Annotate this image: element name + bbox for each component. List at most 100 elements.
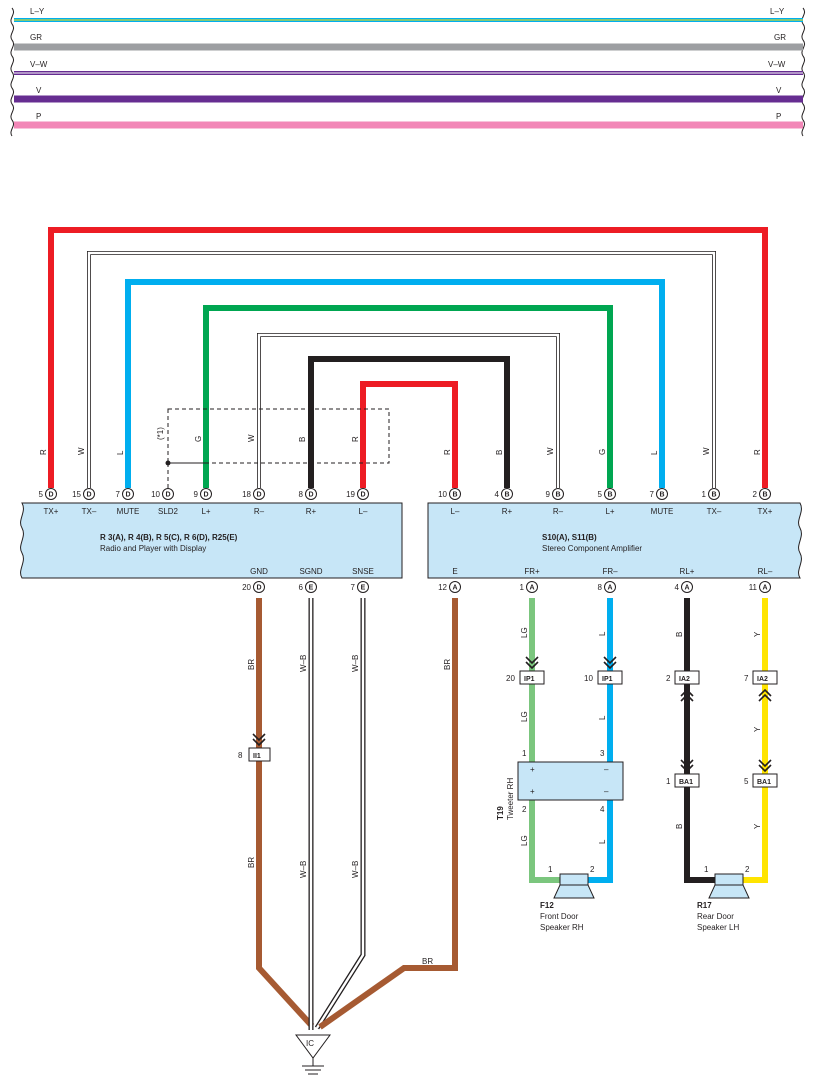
radio-top-pin-6: D8R+ bbox=[299, 488, 317, 516]
wire-l-minus bbox=[360, 381, 458, 488]
legend-label-v-right: V bbox=[776, 86, 782, 95]
lower-wires: IC BR BR W–B W–B W–B W–B BR BR LG LG LG … bbox=[247, 598, 768, 1075]
wire-label-r-plus-right: B bbox=[495, 450, 504, 455]
wire-label-fr-plus-3: LG bbox=[520, 835, 529, 846]
legend-label-p-right: P bbox=[776, 112, 781, 121]
wire-rl-minus bbox=[742, 598, 768, 883]
junction-ii1: II1 8 bbox=[238, 733, 271, 762]
wire-e bbox=[318, 598, 458, 1030]
junction-ba1-b-name: BA1 bbox=[757, 779, 771, 786]
radio-top-pin-label-5: R– bbox=[254, 507, 265, 516]
amp-top-pin-3: B5L+ bbox=[598, 488, 616, 516]
junction-ia2-b: IA2 7 bbox=[744, 670, 778, 702]
tweeter-sign-4: – bbox=[604, 787, 609, 796]
radio-top-pin-num-4: 9 bbox=[194, 490, 199, 499]
wire-label-snse-lower: W–B bbox=[351, 861, 360, 878]
legend-label-vw-right: V–W bbox=[768, 60, 786, 69]
radio-bottom-pin-conn-2: E bbox=[361, 585, 366, 592]
tweeter-sign-1: + bbox=[530, 765, 535, 774]
legend-label-gr-right: GR bbox=[774, 33, 786, 42]
tweeter-code: T19 bbox=[496, 806, 505, 820]
wire-label-fr-minus-2: L bbox=[598, 715, 607, 720]
legend-label-ly-left: L–Y bbox=[30, 7, 45, 16]
junction-ip1-b-name: IP1 bbox=[602, 676, 613, 683]
radio-bottom-pin-num-0: 20 bbox=[242, 583, 251, 592]
wire-mute bbox=[125, 279, 665, 488]
radio-top-pin-num-2: 7 bbox=[116, 490, 121, 499]
tweeter-pin-1: 1 bbox=[522, 749, 527, 758]
tweeter-name: Tweeter RH bbox=[506, 778, 515, 820]
amp-top-pin-num-3: 5 bbox=[598, 490, 603, 499]
amplifier-title: S10(A), S11(B) bbox=[542, 533, 597, 542]
radio-top-pin-num-6: 8 bbox=[299, 490, 304, 499]
rear-speaker-line2: Speaker LH bbox=[697, 923, 739, 932]
wire-label-mute-left: L bbox=[116, 450, 125, 455]
radio-top-pin-conn-6: D bbox=[308, 492, 313, 499]
amp-bottom-pin-conn-1: A bbox=[529, 585, 534, 592]
legend-label-gr-left: GR bbox=[30, 33, 42, 42]
wire-label-l-plus-left: G bbox=[194, 436, 203, 442]
junction-ba1-a-num: 1 bbox=[666, 777, 671, 786]
radio-bottom-pin-conn-0: D bbox=[256, 585, 261, 592]
rear-speaker-pin1: 1 bbox=[704, 865, 709, 874]
front-speaker-line2: Speaker RH bbox=[540, 923, 584, 932]
radio-title: R 3(A), R 4(B), R 5(C), R 6(D), R25(E) bbox=[100, 533, 238, 542]
wire-label-r-minus-right: W bbox=[546, 447, 555, 455]
front-speaker-pin2: 2 bbox=[590, 865, 595, 874]
radio-top-pin-num-3: 10 bbox=[151, 490, 160, 499]
amp-bottom-pin-num-3: 4 bbox=[675, 583, 680, 592]
wire-label-rl-plus-2: B bbox=[675, 824, 684, 829]
wire-fr-minus bbox=[588, 598, 613, 883]
radio-top-pin-num-0: 5 bbox=[39, 490, 44, 499]
amp-top-pin-num-2: 9 bbox=[546, 490, 551, 499]
wire-label-rl-minus-3: Y bbox=[753, 823, 762, 829]
pins-layer: D5TX+D15TX–D7MUTED10SLD2D9L+D18R–D8R+D19… bbox=[39, 488, 773, 593]
wire-tx-minus bbox=[87, 251, 716, 488]
wire-tx-plus bbox=[48, 227, 768, 488]
legend-label-vw-left: V–W bbox=[30, 60, 48, 69]
shield-box bbox=[167, 408, 390, 464]
amp-top-pin-num-6: 2 bbox=[753, 490, 758, 499]
radio-top-pin-label-0: TX+ bbox=[44, 507, 59, 516]
wire-label-l-minus-left: R bbox=[351, 436, 360, 442]
amp-bottom-pin-conn-3: A bbox=[684, 585, 689, 592]
rear-speaker-line1: Rear Door bbox=[697, 912, 734, 921]
radio-top-pin-num-1: 15 bbox=[72, 490, 81, 499]
amp-bottom-pin-conn-4: A bbox=[762, 585, 767, 592]
radio-bottom-pin-label-2: SNSE bbox=[352, 567, 374, 576]
wire-label-e-upper: BR bbox=[443, 659, 452, 670]
junction-ia2-a-name: IA2 bbox=[679, 676, 690, 683]
wire-label-fr-minus-1: L bbox=[598, 631, 607, 636]
radio-bottom-pin-label-0: GND bbox=[250, 567, 268, 576]
junction-ii1-num: 8 bbox=[238, 751, 243, 760]
junction-ba1-b-num: 5 bbox=[744, 777, 749, 786]
wire-fr-plus bbox=[529, 598, 560, 883]
amp-bottom-pin-label-0: E bbox=[452, 567, 457, 576]
amp-bottom-pin-conn-0: A bbox=[452, 585, 457, 592]
front-speaker-pin1: 1 bbox=[548, 865, 553, 874]
amplifier-subtitle: Stereo Component Amplifier bbox=[542, 544, 642, 553]
wire-l-plus bbox=[203, 305, 613, 488]
amp-bottom-pin-num-2: 8 bbox=[598, 583, 603, 592]
amp-top-pin-num-5: 1 bbox=[702, 490, 707, 499]
tweeter-sign-2: – bbox=[604, 765, 609, 774]
amp-top-pin-conn-0: B bbox=[452, 492, 457, 499]
amp-bottom-pin-label-4: RL– bbox=[758, 567, 773, 576]
wire-label-rl-minus-2: Y bbox=[753, 726, 762, 732]
amp-top-pin-conn-4: B bbox=[659, 492, 664, 499]
wire-label-rl-minus-1: Y bbox=[753, 631, 762, 637]
wire-label-tx-plus-right: R bbox=[753, 449, 762, 455]
rear-speaker-pin2: 2 bbox=[745, 865, 750, 874]
wire-label-sgnd-upper: W–B bbox=[299, 655, 308, 672]
wire-r-plus bbox=[308, 356, 510, 488]
radio-top-pin-conn-4: D bbox=[203, 492, 208, 499]
radio-subtitle: Radio and Player with Display bbox=[100, 544, 206, 553]
radio-top-pin-label-7: L– bbox=[359, 507, 368, 516]
tweeter-pin-4: 4 bbox=[600, 805, 605, 814]
